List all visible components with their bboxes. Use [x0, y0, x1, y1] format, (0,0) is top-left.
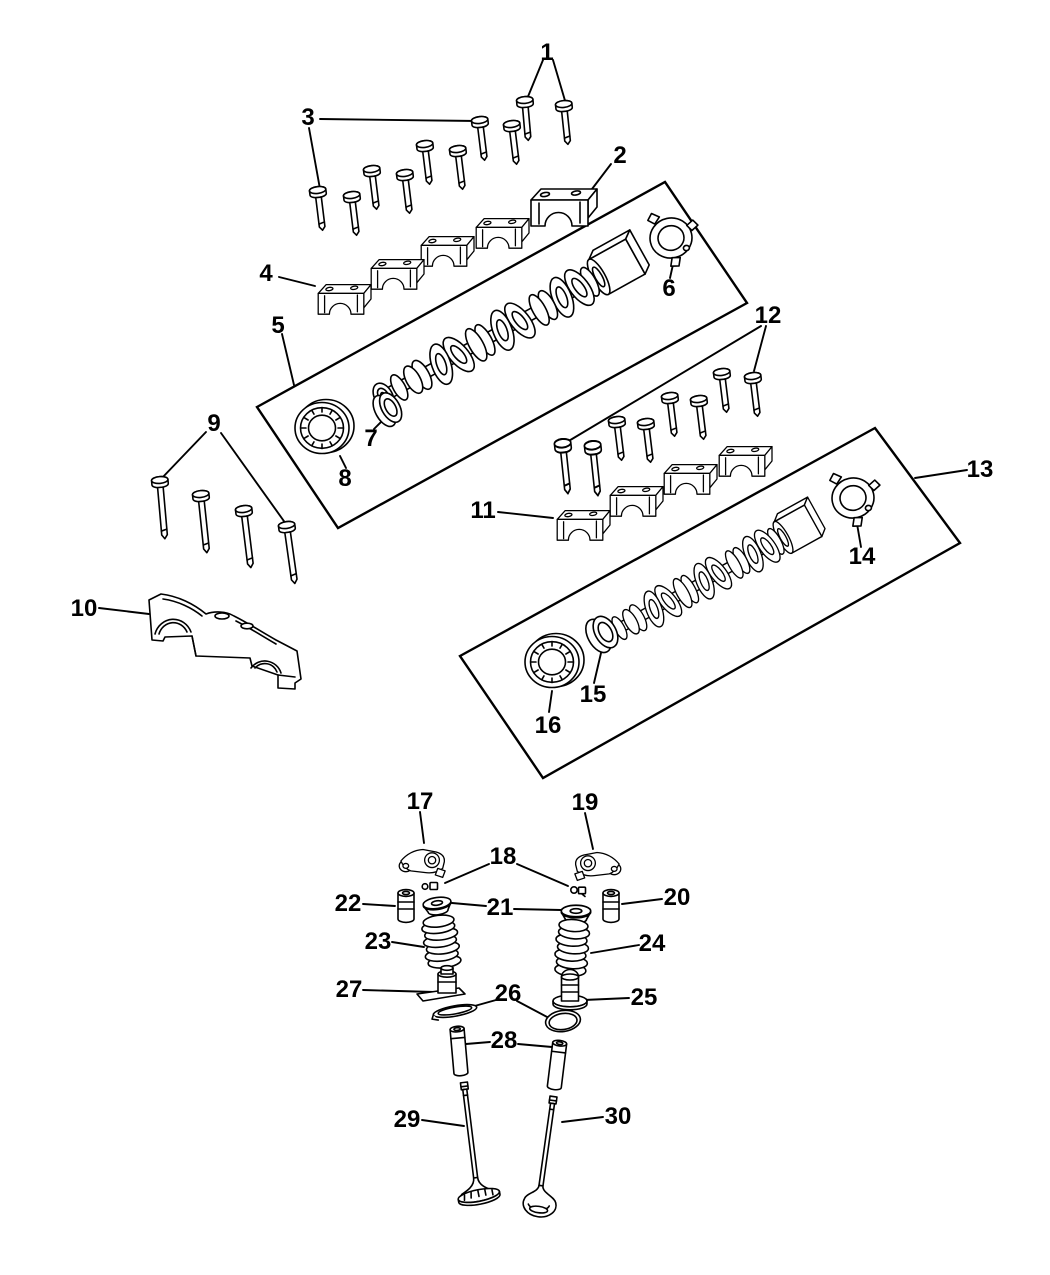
- hydraulic-lifter-22: [397, 888, 415, 924]
- callout-21: 21: [487, 894, 514, 921]
- callout-10: 10: [71, 595, 98, 622]
- callout-30: 30: [605, 1103, 632, 1130]
- callout-5: 5: [271, 312, 284, 339]
- leader-15: [593, 652, 602, 684]
- callout-19: 19: [572, 789, 599, 816]
- leader-18a: [444, 863, 490, 884]
- callout-2: 2: [613, 142, 626, 169]
- leader-10: [98, 607, 150, 615]
- leader-28a: [465, 1041, 491, 1045]
- callout-26: 26: [495, 980, 522, 1007]
- callout-3: 3: [301, 104, 314, 131]
- leader-12a: [566, 325, 762, 443]
- camshaft-2-box: [458, 426, 962, 780]
- leader-30: [561, 1116, 604, 1123]
- callout-18: 18: [490, 843, 517, 870]
- callout-7: 7: [364, 425, 377, 452]
- callout-17: 17: [407, 788, 434, 815]
- spring-seat-26b: [544, 1009, 582, 1033]
- callout-9: 9: [207, 410, 220, 437]
- leader-3a: [319, 118, 478, 122]
- leader-2: [591, 163, 612, 190]
- leader-28b: [517, 1043, 553, 1048]
- valve-stem-seal-27: [416, 964, 466, 1002]
- leader-25: [583, 997, 630, 1001]
- leader-1a: [526, 59, 544, 100]
- callout-11: 11: [470, 497, 495, 524]
- camshaft-ring-15: [585, 615, 619, 654]
- callout-4: 4: [259, 260, 273, 287]
- callout-20: 20: [664, 884, 691, 911]
- leader-11: [497, 511, 554, 519]
- leader-1b: [552, 59, 567, 105]
- leader-13: [914, 469, 968, 479]
- callout-23: 23: [365, 928, 392, 955]
- callout-16: 16: [535, 712, 562, 739]
- callout-15: 15: [580, 681, 607, 708]
- leader-18b: [516, 863, 569, 887]
- leader-23: [391, 941, 425, 948]
- callout-29: 29: [394, 1106, 421, 1133]
- callout-22: 22: [335, 890, 362, 917]
- pivot-18a: [421, 881, 439, 891]
- callout-25: 25: [631, 984, 658, 1011]
- leader-5: [281, 333, 295, 386]
- valve-29: [457, 1081, 501, 1207]
- callout-28: 28: [491, 1027, 518, 1054]
- valve-30: [522, 1095, 558, 1218]
- spring-seat-26a: [431, 1003, 478, 1021]
- callout-labels: 1 2 3 4 5 6 7 8 9 10 11 12 13 14 15 16 1…: [71, 39, 994, 1133]
- leader-21a: [451, 902, 487, 907]
- leader-27: [362, 989, 435, 993]
- leader-16: [548, 690, 553, 713]
- camshaft-1-box: [255, 180, 749, 530]
- leader-19: [584, 812, 594, 850]
- pivot-18b: [570, 885, 587, 898]
- leader-29: [421, 1119, 465, 1127]
- callout-14: 14: [849, 543, 876, 570]
- leader-24: [590, 944, 640, 954]
- leader-4: [278, 276, 316, 287]
- leader-26b: [516, 1000, 550, 1019]
- callout-8: 8: [338, 465, 351, 492]
- camshaft-front-cover: [148, 593, 302, 690]
- valve-spring-23: [421, 914, 462, 969]
- camshaft-ring-7: [372, 392, 403, 428]
- hydraulic-lifter-20: [602, 888, 620, 924]
- leader-9b: [220, 432, 287, 525]
- leader-9a: [160, 431, 207, 480]
- leader-17: [419, 811, 425, 844]
- spring-seat-seal-25: [552, 968, 588, 1011]
- callout-13: 13: [967, 456, 994, 483]
- leader-3b: [308, 127, 321, 190]
- leader-20: [621, 898, 663, 905]
- callout-1: 1: [540, 39, 553, 66]
- callout-27: 27: [336, 976, 363, 1003]
- callout-24: 24: [639, 930, 666, 957]
- leader-21b: [513, 908, 562, 911]
- callout-12: 12: [755, 302, 782, 329]
- leader-8: [339, 455, 347, 469]
- leader-12b: [753, 325, 767, 372]
- callout-6: 6: [662, 275, 675, 302]
- leader-22: [362, 903, 396, 907]
